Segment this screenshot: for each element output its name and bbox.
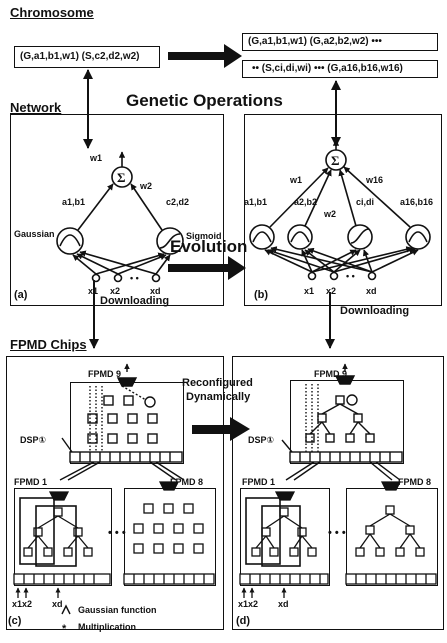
input-x1-a: x1	[88, 286, 99, 296]
input-x1x2-d: x1x2	[238, 599, 259, 609]
chip-dots-d: • • •	[328, 527, 346, 539]
input-xd-c: xd	[52, 599, 63, 609]
panel-label-c: (c)	[8, 615, 22, 627]
hidden-node-2	[287, 224, 313, 250]
weight-w2-b: w2	[324, 209, 337, 219]
gaussian-node-a	[56, 227, 84, 255]
input-xd-b: xd	[366, 286, 377, 296]
reconfigured-arrow	[192, 417, 250, 441]
chromosome-right-box-2	[242, 60, 438, 78]
multiplication-legend-icon: *	[62, 623, 67, 635]
param-a1b1-b: a1,b1	[244, 197, 268, 207]
panel-label-a: (a)	[14, 289, 28, 301]
gaussian-legend-icon	[61, 604, 71, 615]
fpmd1-c-contents	[13, 491, 111, 598]
panel-label-d: (d)	[236, 615, 251, 627]
input-x1-b: x1	[304, 286, 315, 296]
input-xd-d: xd	[278, 599, 289, 609]
fpmd9-c-contents	[59, 363, 185, 481]
input-dots-b: • •	[346, 271, 355, 281]
chip-dots-c: • • •	[108, 527, 126, 539]
input-x1x2-c: x1x2	[12, 599, 33, 609]
fpmd1-label-c: FPMD 1	[14, 477, 48, 487]
chromosome-right-text-1: (G,a1,b1,w1) (G,a2,b2,w2) •••	[248, 36, 382, 47]
reconfigured-label: Reconfigured	[182, 377, 253, 389]
fpmd8-label-c: FPMD 8	[170, 477, 204, 487]
fpmd1-d-contents	[239, 491, 329, 598]
dsp-label-c: DSP①	[20, 435, 47, 445]
input-dots-a: • •	[130, 273, 139, 283]
fpmd8-chip-d	[346, 488, 438, 586]
legend-gaussian: Gaussian function	[78, 605, 157, 615]
genetic-operations-label: Genetic Operations	[126, 91, 283, 110]
param-a16b16-b: a16,b16	[400, 197, 434, 207]
input-x2-b: x2	[326, 286, 337, 296]
dsp-label-d: DSP①	[248, 435, 275, 445]
param-cidi-b: ci,di	[356, 197, 375, 207]
network-b-graph: Σ	[249, 139, 431, 281]
fpmd9-chip-d	[290, 380, 404, 464]
weight-w1-b: w1	[290, 175, 303, 185]
input-x2-a: x2	[110, 286, 121, 296]
fpmd1-label-d: FPMD 1	[242, 477, 276, 487]
fpmd1-chip-d	[240, 488, 330, 586]
sum-icon-b: Σ	[331, 153, 340, 168]
gaussian-label: Gaussian	[14, 229, 55, 239]
network-evolution-arrow	[168, 256, 246, 280]
param-a2b2-b: a2,b2	[294, 197, 318, 207]
fpmd8-c-contents	[123, 481, 215, 585]
evolution-label: Evolution	[170, 237, 248, 256]
fpmd9-label-d: FPMD 9	[314, 369, 348, 379]
downloading-left-label: Downloading	[100, 295, 170, 307]
network-heading: Network	[10, 100, 62, 115]
hidden-node-1	[249, 224, 275, 250]
chromosome-left-box	[14, 46, 160, 68]
weight-w16-b: w16	[366, 175, 384, 185]
chromosome-left-text: (G,a1,b1,w1) (S,c2,d2,w2)	[20, 51, 140, 62]
chromosome-evolution-arrow	[168, 44, 242, 68]
chromosome-right-box-1	[242, 33, 438, 51]
downloading-right-label: Downloading	[340, 305, 410, 317]
input-xd-a: xd	[150, 286, 161, 296]
hidden-node-i	[347, 224, 373, 250]
fpmd-chips-heading: FPMD Chips	[10, 337, 87, 352]
fpmd9-d-contents	[281, 363, 403, 481]
param-c2d2-a: c2,d2	[166, 197, 190, 207]
dynamically-label: Dynamically	[186, 391, 251, 403]
fpmd1-chip-c	[14, 488, 112, 586]
network-a-graph: Σ	[56, 151, 184, 283]
network-b-panel	[244, 114, 442, 306]
param-a1b1-a: a1,b1	[62, 197, 86, 207]
hidden-node-16	[405, 224, 431, 250]
fpmd8-label-d: FPMD 8	[398, 477, 432, 487]
panel-label-b: (b)	[254, 289, 269, 301]
fpmd8-d-contents	[345, 481, 437, 585]
legend-multiplication: Multiplication	[78, 622, 136, 632]
weight-w1-a: w1	[90, 153, 103, 163]
sum-icon-a: Σ	[117, 170, 126, 185]
legend-symbols: *	[61, 604, 71, 635]
chromosome-right-text-2: •• (S,ci,di,wi) ••• (G,a16,b16,w16)	[252, 63, 403, 74]
weight-w2-a: w2	[140, 181, 153, 191]
sigmoid-label: Sigmoid	[186, 231, 222, 241]
chromosome-heading: Chromosome	[10, 5, 94, 20]
fpmd9-label-c: FPMD 9	[88, 369, 122, 379]
